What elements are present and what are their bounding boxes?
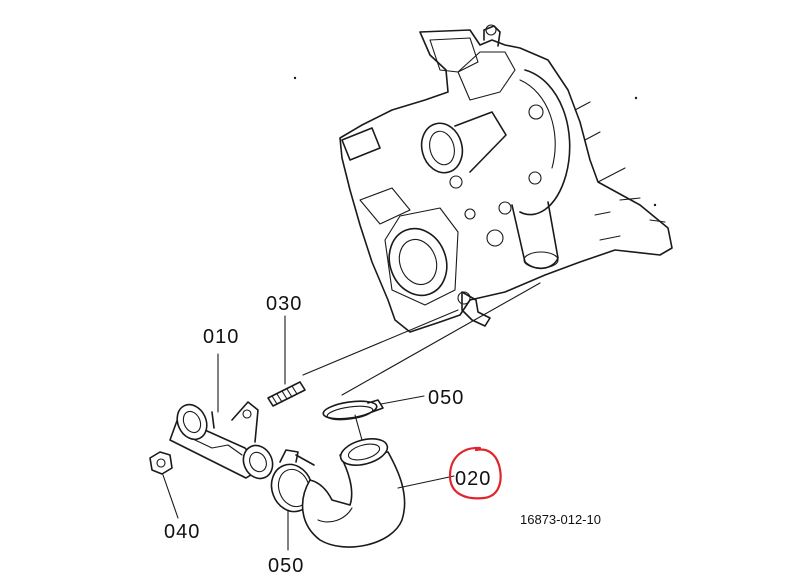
part-050-upper-hose-clamp: [322, 399, 384, 421]
leader-020: [397, 475, 455, 489]
leader-line-clamp-to-hose: [354, 414, 363, 441]
leader-050-upper: [380, 395, 425, 405]
drawing-reference: 16873-012-10: [520, 512, 601, 527]
part-label-040: 040: [164, 521, 200, 543]
part-040-nut: [149, 451, 173, 475]
part-label-030: 030: [266, 293, 302, 315]
part-label-050-lower: 050: [268, 555, 304, 577]
highlight-circle: [448, 446, 502, 500]
leader-line-housing-upper: [302, 309, 459, 376]
part-030-stud-bolt: [267, 381, 306, 407]
part-label-020: 020: [455, 468, 491, 490]
part-020-water-hose: [301, 438, 406, 548]
part-label-010: 010: [203, 326, 239, 348]
engine-block-housing: [293, 24, 673, 333]
part-label-050-upper: 050: [428, 387, 464, 409]
leader-line-housing-lower: [341, 282, 541, 396]
part-010-water-pipe: [169, 401, 274, 480]
leader-040: [162, 474, 179, 519]
